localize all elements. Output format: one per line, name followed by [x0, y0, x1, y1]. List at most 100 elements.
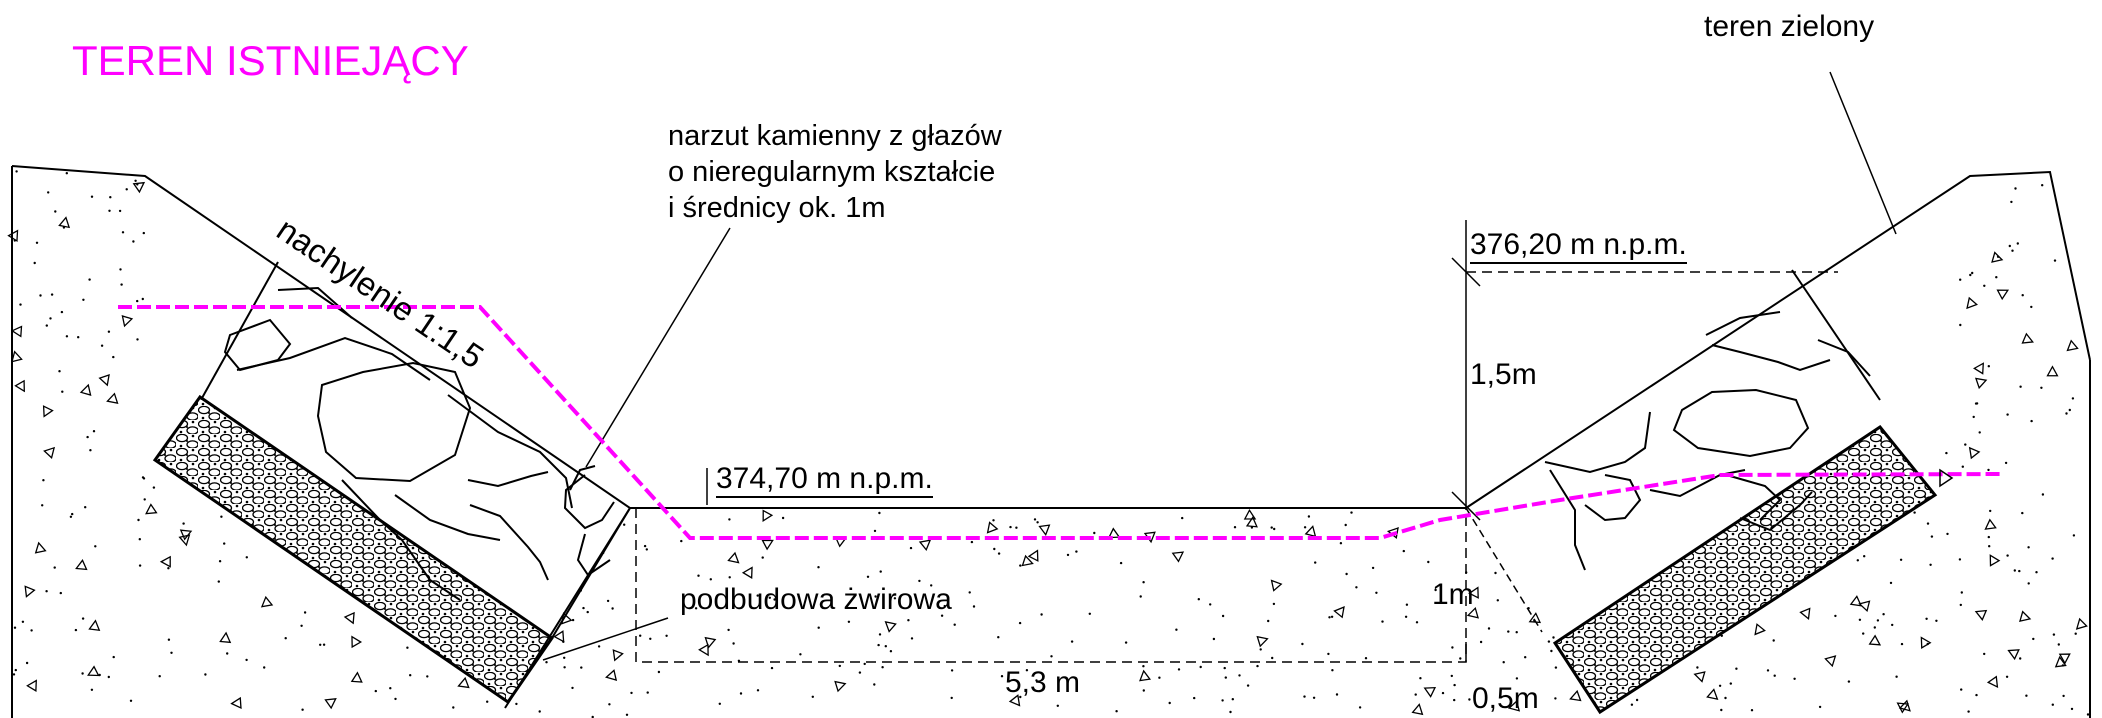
- soil-triangle: [1984, 518, 1997, 530]
- soil-dot: [1415, 621, 1419, 624]
- soil-dot: [1718, 684, 1722, 687]
- soil-dot: [1453, 683, 1456, 687]
- soil-dot: [1371, 566, 1375, 570]
- soil-dot: [643, 544, 647, 548]
- soil-triangle: [230, 696, 242, 709]
- soil-dot: [1552, 636, 1555, 639]
- soil-dot: [586, 610, 589, 614]
- soil-triangle: [1107, 527, 1121, 539]
- soil-triangle: [1849, 595, 1863, 607]
- soil-dot: [1929, 563, 1932, 566]
- soil-dot: [59, 591, 62, 595]
- soil-dot: [1199, 665, 1202, 669]
- soil-dot: [1193, 696, 1196, 700]
- soil-dot: [71, 512, 74, 516]
- soil-triangle: [1021, 554, 1034, 567]
- soil-dot: [1876, 619, 1880, 622]
- soil-dot: [2068, 408, 2071, 412]
- soil-dot: [1212, 637, 1216, 641]
- soil-dot: [132, 240, 135, 243]
- soil-dot: [1972, 415, 1975, 419]
- soil-dot: [223, 542, 226, 545]
- soil-dot: [300, 624, 303, 627]
- soil-dot: [2019, 385, 2022, 388]
- soil-triangle: [1171, 551, 1185, 563]
- soil-dot: [1093, 531, 1096, 535]
- soil-dot: [1729, 682, 1733, 685]
- soil-dot: [45, 590, 48, 593]
- soil-dot: [406, 646, 409, 649]
- soil-dot: [14, 668, 17, 672]
- soil-dot: [92, 430, 96, 433]
- soil-dot: [82, 298, 85, 301]
- soil-dot: [1696, 666, 1699, 669]
- soil-dot: [2014, 187, 2017, 190]
- soil-dot: [1402, 549, 1406, 553]
- leader-lines: [542, 71, 1897, 661]
- soil-dot: [1900, 642, 1904, 646]
- soil-dot: [1862, 632, 1865, 635]
- soil-dot: [94, 545, 97, 548]
- soil-fill-right: [1465, 184, 2090, 716]
- soil-dot: [768, 596, 771, 599]
- soil-dot: [646, 691, 649, 694]
- soil-dot: [1772, 639, 1775, 642]
- soil-dot: [2071, 397, 2075, 400]
- soil-triangle: [1304, 525, 1317, 538]
- soil-dot: [873, 683, 876, 686]
- soil-triangle: [1270, 579, 1283, 592]
- soil-triangle: [219, 631, 232, 644]
- soil-dot: [226, 652, 229, 655]
- soil-triangle: [1858, 600, 1871, 613]
- soil-dot: [1404, 615, 1408, 618]
- soil-dot: [1899, 558, 1903, 561]
- soil-dot: [245, 556, 248, 559]
- soil-triangle: [26, 679, 37, 692]
- soil-dot: [709, 578, 712, 581]
- soil-dot: [41, 504, 44, 507]
- soil-dot: [1381, 620, 1384, 623]
- soil-dot: [138, 538, 141, 541]
- soil-triangle: [1898, 699, 1911, 712]
- soil-dot: [84, 506, 87, 509]
- soil-triangle: [1986, 675, 1999, 689]
- soil-dot: [1983, 284, 1986, 287]
- soil-dot: [170, 651, 173, 654]
- soil-dot: [1040, 613, 1043, 616]
- soil-dot: [2021, 294, 2024, 297]
- soil-dot: [19, 303, 22, 306]
- soil-dot: [1066, 553, 1070, 557]
- soil-dot: [2016, 242, 2020, 245]
- soil-dot: [2013, 569, 2017, 572]
- soil-dot: [77, 336, 80, 339]
- soil-dot: [89, 449, 92, 452]
- soil-dot: [1221, 699, 1224, 702]
- soil-triangle: [24, 585, 36, 598]
- soil-dot: [1487, 627, 1491, 630]
- soil-triangle: [1243, 508, 1257, 520]
- soil-dot: [53, 566, 56, 569]
- soil-dot: [1327, 652, 1330, 656]
- soil-dot: [756, 594, 759, 597]
- soil-dot: [940, 614, 944, 617]
- soil-triangle: [698, 643, 709, 657]
- soil-dot: [1307, 515, 1311, 518]
- soil-dot: [49, 317, 52, 320]
- soil-dot: [47, 191, 50, 194]
- soil-dot: [1256, 664, 1259, 668]
- soil-dot: [993, 547, 996, 551]
- soil-dot: [972, 605, 976, 608]
- soil-dot: [1124, 641, 1128, 644]
- soil-dot: [1223, 666, 1226, 670]
- soil-dot: [858, 671, 862, 674]
- soil-dot: [1221, 614, 1225, 618]
- soil-dot: [1350, 511, 1353, 514]
- soil-dot: [1000, 675, 1004, 678]
- soil-dot: [134, 179, 137, 182]
- soil-dot: [2051, 557, 2054, 560]
- soil-dot: [817, 626, 820, 629]
- soil-dot: [2041, 493, 2045, 496]
- soil-dot: [136, 299, 139, 303]
- soil-triangle: [2019, 610, 2032, 623]
- soil-dot: [322, 643, 326, 646]
